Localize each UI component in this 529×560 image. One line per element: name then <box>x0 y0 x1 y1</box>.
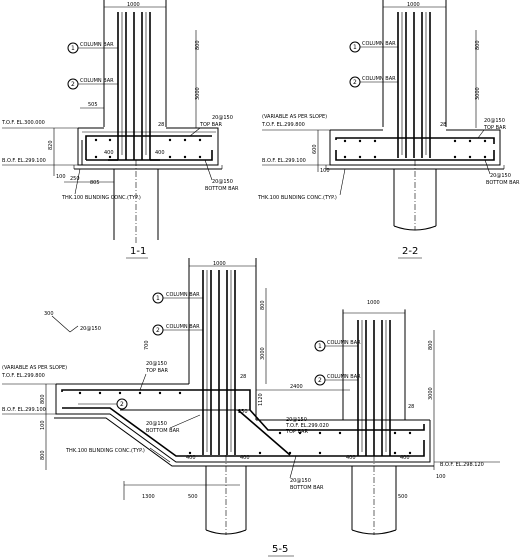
svg-text:2: 2 <box>71 81 75 88</box>
svg-text:2: 2 <box>156 327 160 334</box>
dim-100: 100 <box>56 174 66 180</box>
dim-505: 505 <box>88 102 98 108</box>
dim-28: 28 <box>158 122 164 128</box>
blinding-note: THK.100 BLINDING CONC.(TYP.) <box>257 195 337 201</box>
dim-500: 500 <box>188 494 198 500</box>
dim-500: 500 <box>398 494 408 500</box>
bottom-bar-spec: 20@150 <box>490 173 511 179</box>
svg-text:1: 1 <box>353 44 357 51</box>
dim-300: 300 <box>44 311 54 317</box>
svg-text:1: 1 <box>156 295 160 302</box>
bof-level: B.O.F. EL.299.100 <box>2 158 46 164</box>
column-bar-label: COLUMN BAR <box>327 340 361 346</box>
dim-400-d: 400 <box>400 455 410 461</box>
top-bar-spec: 20@150 <box>484 118 505 124</box>
mid-bottom-label: BOTTOM BAR <box>146 428 180 434</box>
variable-note: (VARIABLE AS PER SLOPE) <box>262 114 327 120</box>
right-tof-spec: 20@150 <box>286 417 307 423</box>
bof-level: B.O.F. EL.299.100 <box>2 407 46 413</box>
svg-text:1: 1 <box>318 343 322 350</box>
dim-100: 100 <box>436 474 446 480</box>
svg-text:1: 1 <box>71 45 75 52</box>
section-5-5: 1000 800 3000 1 COLUMN BAR 2 COLUMN BAR … <box>1 258 500 557</box>
svg-text:2: 2 <box>318 377 322 384</box>
variable-note: (VARIABLE AS PER SLOPE) <box>2 365 67 371</box>
column-bar-label: COLUMN BAR <box>80 42 114 48</box>
dim-1000: 1000 <box>367 300 380 306</box>
column-bar-label: COLUMN BAR <box>327 374 361 380</box>
svg-text:2: 2 <box>120 401 124 408</box>
dim-3000: 3000 <box>260 347 266 360</box>
mid-bottom-spec: 20@150 <box>146 421 167 427</box>
dim-1300: 1300 <box>142 494 155 500</box>
dim-28: 28 <box>440 122 446 128</box>
column-bar-label: COLUMN BAR <box>362 41 396 47</box>
bof-level: B.O.F. EL.299.100 <box>262 158 306 164</box>
tof-level: T.O.F. EL.300.000 <box>1 120 45 126</box>
bottom-bar-spec: 20@150 <box>290 478 311 484</box>
tof-level: T.O.F. EL.299.800 <box>1 373 45 379</box>
dim-2400: 2400 <box>290 384 303 390</box>
dim-3000: 3000 <box>195 87 201 100</box>
top-bar-spec: 20@150 <box>212 115 233 121</box>
dim-28: 28 <box>408 404 414 410</box>
dim-400-a: 400 <box>186 455 196 461</box>
top-bar-label: TOP BAR <box>145 368 168 374</box>
dim-400-left: 400 <box>104 150 114 156</box>
dim-800: 800 <box>260 300 266 310</box>
dim-1120: 1120 <box>258 393 264 406</box>
dim-1000: 1000 <box>407 2 420 8</box>
right-top-bar: TOP BAR <box>285 429 308 435</box>
svg-text:2: 2 <box>353 79 357 86</box>
dim-250: 250 <box>238 409 248 415</box>
dim-400-c: 400 <box>346 455 356 461</box>
dim-800: 800 <box>428 340 434 350</box>
blinding-note: THK.100 BLINDING CONC.(TYP.) <box>65 448 145 454</box>
dim-600: 600 <box>312 144 318 154</box>
left-bar-spec: 20@150 <box>80 326 101 332</box>
dim-250: 250 <box>70 176 80 182</box>
bottom-bar-label: BOTTOM BAR <box>290 485 324 491</box>
bottom-bar-label: BOTTOM BAR <box>486 180 520 186</box>
column-bar-label: COLUMN BAR <box>166 292 200 298</box>
tof-level: T.O.F. EL.299.800 <box>261 122 305 128</box>
section-title: 1-1 <box>130 246 146 257</box>
column-bar-label: COLUMN BAR <box>80 78 114 84</box>
top-bar-spec: 20@150 <box>146 361 167 367</box>
section-1-1: 1000 800 3000 1 <box>1 0 239 259</box>
dim-100: 100 <box>40 420 46 430</box>
dim-820: 820 <box>48 140 54 150</box>
dim-1000: 1000 <box>213 261 226 267</box>
bottom-bar-label: BOTTOM BAR <box>205 186 239 192</box>
section-2-2: 1000 800 3000 1 COLUMN BAR 2 COLUMN <box>257 0 520 259</box>
dim-805: 805 <box>90 180 100 186</box>
dim-800: 800 <box>195 40 201 50</box>
dim-100: 100 <box>320 168 330 174</box>
dim-1000: 1000 <box>127 2 140 8</box>
dim-3000: 3000 <box>475 87 481 100</box>
top-bar-label: TOP BAR <box>483 125 506 131</box>
dim-800: 800 <box>475 40 481 50</box>
dim-3000: 3000 <box>428 387 434 400</box>
dim-800: 800 <box>40 450 46 460</box>
right-bof: B.O.F. EL.298.120 <box>440 462 484 468</box>
top-bar-label: TOP BAR <box>199 122 222 128</box>
dim-800-mid: 800 <box>40 394 46 404</box>
column-bar-label: COLUMN BAR <box>166 324 200 330</box>
dim-400-b: 400 <box>240 455 250 461</box>
dim-400-right: 400 <box>155 150 165 156</box>
section-title: 2-2 <box>402 246 418 257</box>
bottom-bar-spec: 20@150 <box>212 179 233 185</box>
blinding-note: THK.100 BLINDING CONC.(TYP.) <box>61 195 141 201</box>
section-title: 5-5 <box>272 544 288 555</box>
dim-28: 28 <box>240 374 246 380</box>
right-tof: T.O.F. EL.299.020 <box>285 423 329 429</box>
dim-700: 700 <box>144 340 150 350</box>
column-bar-label: COLUMN BAR <box>362 76 396 82</box>
